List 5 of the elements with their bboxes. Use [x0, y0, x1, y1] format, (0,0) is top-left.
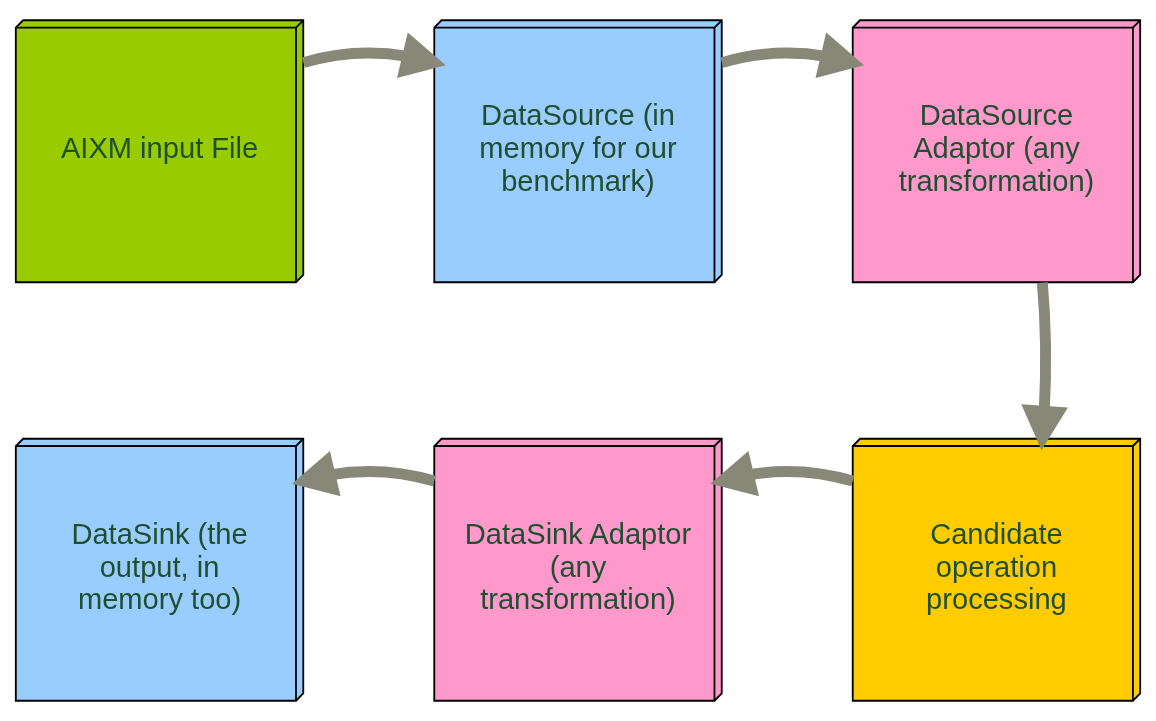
arrow — [291, 450, 436, 497]
arrow — [1021, 282, 1068, 451]
arrow — [710, 450, 855, 497]
arrow — [720, 32, 865, 78]
arrow — [301, 32, 446, 78]
